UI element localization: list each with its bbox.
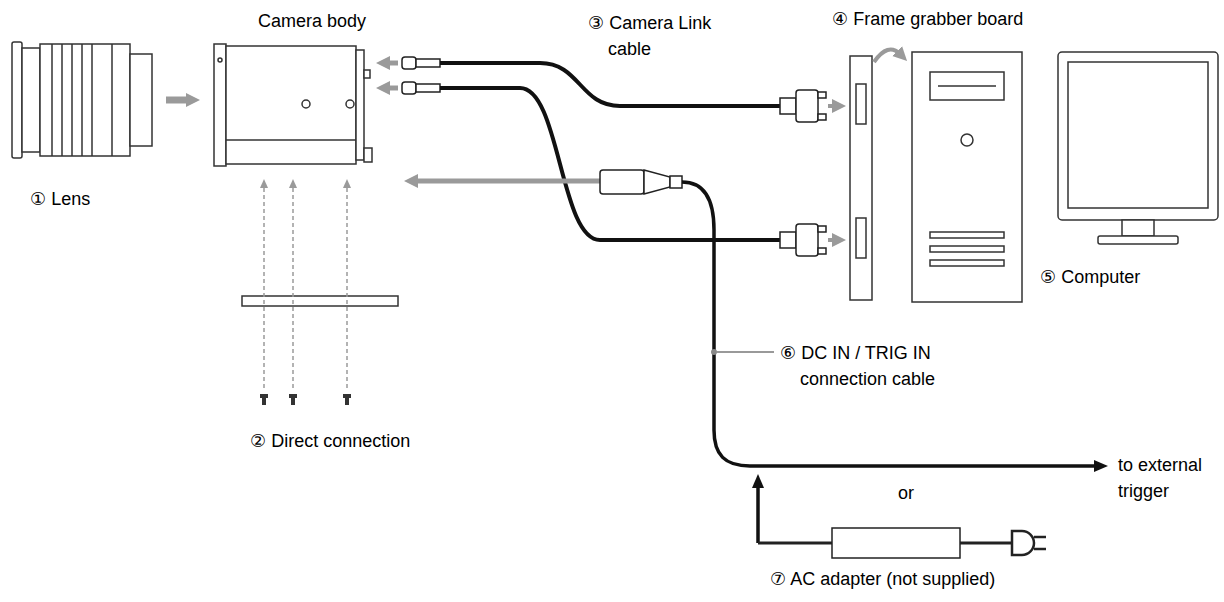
computer-illustration xyxy=(912,52,1218,302)
leader-line xyxy=(717,351,774,353)
insert-arrow xyxy=(414,179,600,184)
d-connectors xyxy=(780,90,826,256)
part-name: Camera body xyxy=(258,8,398,34)
mount-screws xyxy=(260,394,351,405)
frame-grabber-illustration xyxy=(850,56,872,300)
round-connector xyxy=(600,170,682,194)
ac-adapter-illustration xyxy=(758,528,1046,558)
note-text: or xyxy=(898,480,914,506)
callout-label: ⑦ AC adapter (not supplied) xyxy=(770,566,1120,592)
leader-dot xyxy=(711,349,717,355)
direct-connection-plate xyxy=(242,296,398,306)
mount-arrow xyxy=(166,97,190,104)
callout-label: ③ Camera Link cable xyxy=(588,10,758,62)
install-arrow xyxy=(874,50,900,63)
screw-direction-arrows xyxy=(264,186,347,388)
camera-illustration xyxy=(214,44,372,166)
dc-trig-cable xyxy=(682,182,1098,466)
insert-arrow xyxy=(828,238,836,242)
insert-arrow xyxy=(386,86,398,91)
callout-label: ⑤ Computer xyxy=(1040,264,1210,290)
callout-label: ② Direct connection xyxy=(250,428,490,454)
note-text: to external trigger xyxy=(1118,452,1218,504)
adapter-cable xyxy=(756,484,760,543)
camera-link-cable xyxy=(440,63,780,106)
camera-link-cable xyxy=(440,88,780,240)
insert-arrow xyxy=(386,61,398,66)
callout-label: ⑥ DC IN / TRIG IN connection cable xyxy=(780,340,1000,392)
camera-link-plugs xyxy=(402,57,440,94)
lens-illustration xyxy=(12,42,152,158)
callout-label: ④ Frame grabber board xyxy=(832,6,1142,32)
insert-arrow xyxy=(828,104,836,108)
callout-label: ① Lens xyxy=(30,186,160,212)
